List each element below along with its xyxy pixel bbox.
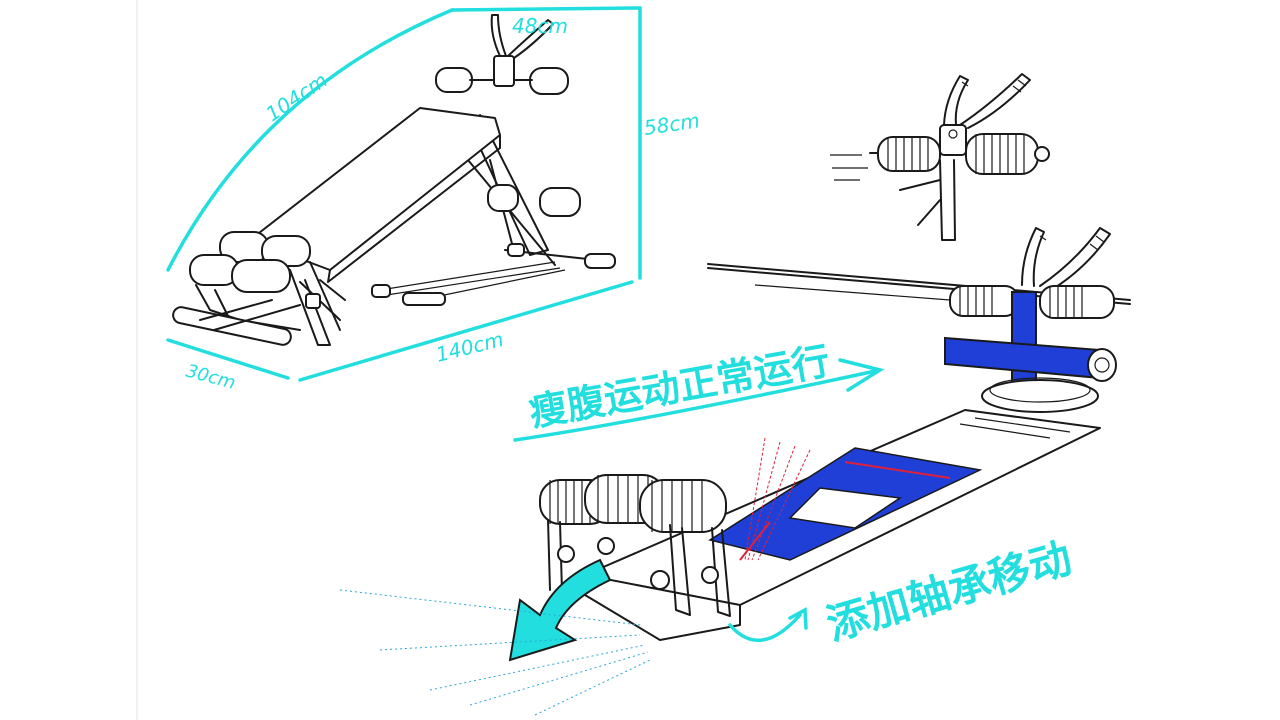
arrow-bearing-motion-head bbox=[788, 607, 808, 630]
dim-label-diagonal: 104cm bbox=[261, 68, 331, 126]
dim-line-diagonal bbox=[166, 8, 454, 272]
arrow-normal-motion bbox=[513, 368, 882, 442]
motion-lines-red bbox=[744, 437, 811, 561]
caption-add-bearing: 添加轴承移动 bbox=[821, 533, 1077, 650]
dim-line-width-top bbox=[450, 6, 642, 12]
dim-label-width-top: 48cm bbox=[512, 14, 568, 38]
dim-label-length: 140cm bbox=[433, 327, 505, 367]
dimension-lines bbox=[166, 6, 642, 382]
dim-line-length bbox=[298, 280, 634, 382]
arrow-push-down bbox=[508, 558, 612, 662]
dim-line-depth bbox=[166, 338, 290, 380]
handle-detail-illustration bbox=[830, 73, 1050, 241]
motion-lines-dotted bbox=[339, 589, 651, 716]
dim-label-depth: 30cm bbox=[184, 361, 238, 394]
modified-bench-illustration bbox=[539, 227, 1131, 641]
bench-illustration bbox=[172, 14, 616, 346]
caption-normal-operation: 瘦腹运动正常运行 bbox=[526, 339, 833, 435]
arrow-bearing-motion bbox=[728, 613, 802, 642]
dim-label-height: 58cm bbox=[642, 108, 701, 140]
bearing-pad-highlight bbox=[944, 336, 1101, 380]
arrow-normal-motion-head bbox=[838, 358, 885, 392]
